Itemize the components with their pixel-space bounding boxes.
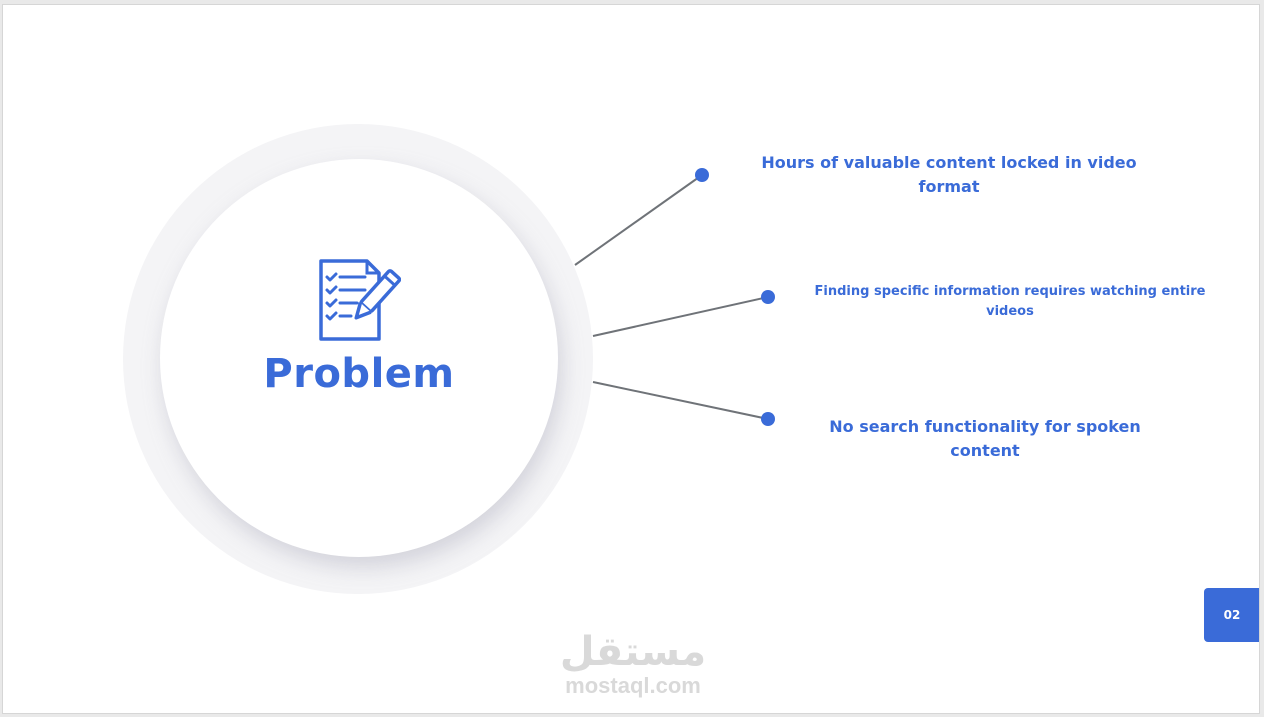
bullet-dot-2 xyxy=(761,290,775,304)
connector-lines xyxy=(574,168,775,426)
watermark-arabic: مستقل xyxy=(559,629,707,675)
slide-title: Problem xyxy=(263,351,455,397)
bullet-dot-3 xyxy=(761,412,775,426)
connector-line-1 xyxy=(574,174,703,266)
watermark-latin: mostaql.com xyxy=(565,673,701,698)
point-3-text: No search functionality for spoken conte… xyxy=(829,417,1141,460)
page-number-badge: 02 xyxy=(1204,588,1259,642)
connector-line-3 xyxy=(592,381,769,420)
point-1-text: Hours of valuable content locked in vide… xyxy=(761,153,1137,196)
connector-line-2 xyxy=(592,296,769,337)
slide-canvas: Problem Hours of valuable content locked… xyxy=(2,4,1260,714)
point-2-text: Finding specific information requires wa… xyxy=(814,284,1206,319)
checklist-pen-icon xyxy=(319,259,401,341)
center-circle xyxy=(160,159,558,557)
watermark-logo: مستقل mostaql.com xyxy=(543,630,723,698)
bullet-dot-1 xyxy=(695,168,709,182)
